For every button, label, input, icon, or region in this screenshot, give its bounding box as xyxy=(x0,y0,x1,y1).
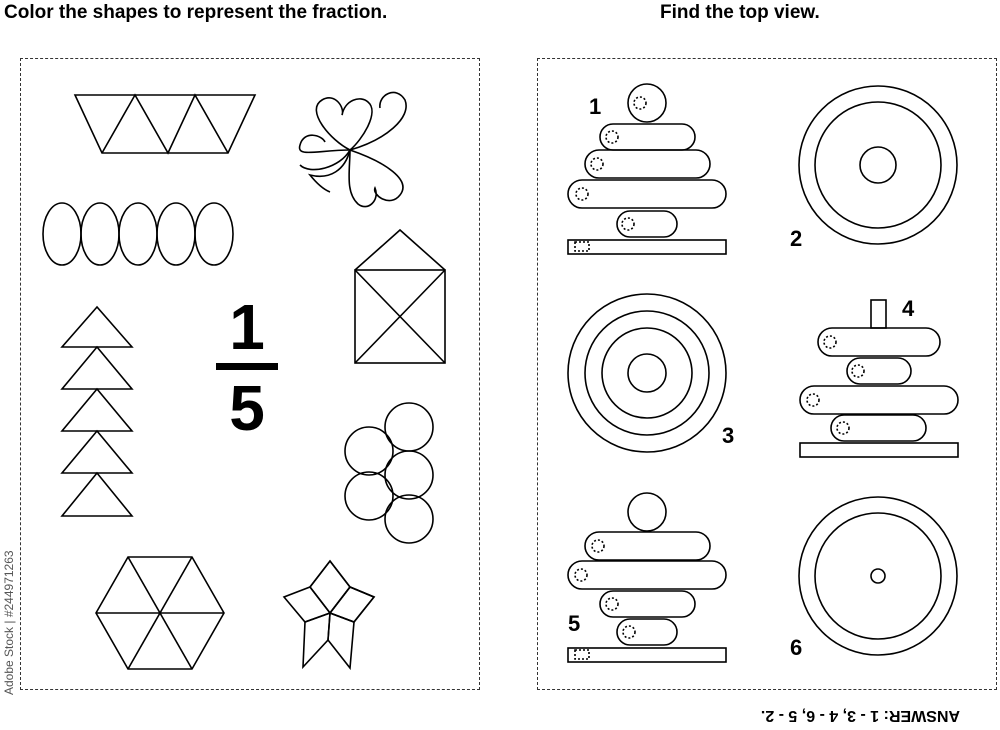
circle-cluster-shape xyxy=(344,402,434,544)
top-view-3 xyxy=(567,293,727,453)
house-shape xyxy=(354,228,446,364)
fraction-bar xyxy=(216,363,278,370)
ring-pyramid-5 xyxy=(567,492,727,663)
fraction-panel xyxy=(20,58,480,690)
hexagon-triangles-shape xyxy=(95,556,225,670)
top-view-panel xyxy=(537,58,997,690)
answer-upside-down: ANSWER: 1 - 3, 4 - 6, 5 - 2. xyxy=(760,707,960,724)
ring-pyramid-4 xyxy=(799,299,959,458)
ovals-shape xyxy=(42,202,234,266)
label-2: 2 xyxy=(790,226,803,251)
top-view-6 xyxy=(798,496,958,656)
label-1: 1 xyxy=(589,94,602,119)
top-view-2 xyxy=(798,85,958,245)
right-title: Find the top view. xyxy=(660,2,820,23)
fraction-denominator: 5 xyxy=(229,372,265,444)
label-5: 5 xyxy=(568,611,581,636)
left-title: Color the shapes to represent the fracti… xyxy=(4,2,388,23)
rhombus-star-shape xyxy=(282,559,376,671)
stock-id-text: Adobe Stock | #244971263 xyxy=(2,550,16,695)
clover-shape xyxy=(298,91,407,208)
ring-pyramid-1 xyxy=(567,83,727,255)
label-6: 6 xyxy=(790,635,803,660)
label-3: 3 xyxy=(722,423,735,448)
fraction-display: 1 5 xyxy=(212,295,282,440)
label-4: 4 xyxy=(902,296,915,321)
trapezoid-triangles-shape xyxy=(73,93,257,155)
triangle-tree-shape xyxy=(60,305,134,517)
fraction-numerator: 1 xyxy=(229,291,265,363)
